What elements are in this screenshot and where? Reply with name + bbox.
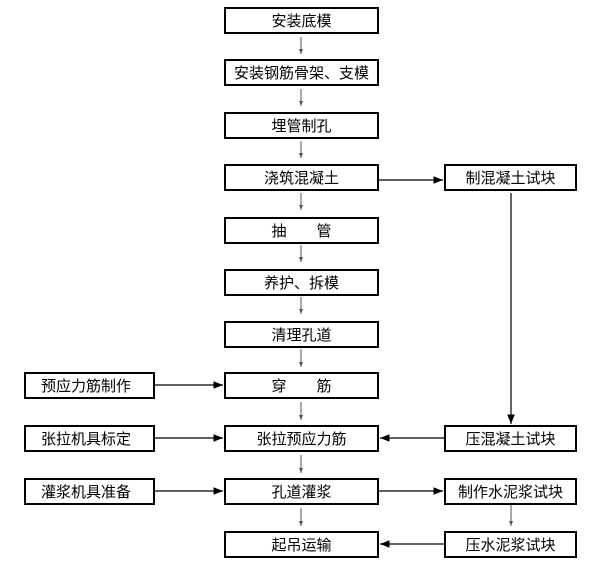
step-lift-transport: 起吊运输 <box>224 531 379 558</box>
step-make-grout-test-block: 制作水泥浆试块 <box>444 478 577 505</box>
step-press-grout-test-block: 压水泥浆试块 <box>444 531 577 558</box>
step-make-concrete-test-block: 制混凝土试块 <box>444 164 577 191</box>
step-clean-duct: 清理孔道 <box>224 321 379 348</box>
step-cure-demold: 养护、拆模 <box>224 269 379 296</box>
step-press-concrete-test-block: 压混凝土试块 <box>444 425 577 452</box>
step-duct-grouting: 孔道灌浆 <box>224 478 379 505</box>
step-jack-calibration: 张拉机具标定 <box>24 425 155 452</box>
step-extract-tube: 抽 管 <box>224 217 379 244</box>
step-tension-strand: 张拉预应力筋 <box>224 425 379 452</box>
step-strand-fabrication: 预应力筋制作 <box>24 372 155 399</box>
step-embed-duct: 埋管制孔 <box>224 112 379 139</box>
step-install-bottom-formwork: 安装底模 <box>224 7 379 34</box>
step-thread-strand: 穿 筋 <box>224 372 379 399</box>
step-grout-equipment-prep: 灌浆机具准备 <box>24 478 155 505</box>
step-pour-concrete: 浇筑混凝土 <box>224 164 379 191</box>
step-install-rebar-cage: 安装钢筋骨架、支模 <box>224 59 379 86</box>
